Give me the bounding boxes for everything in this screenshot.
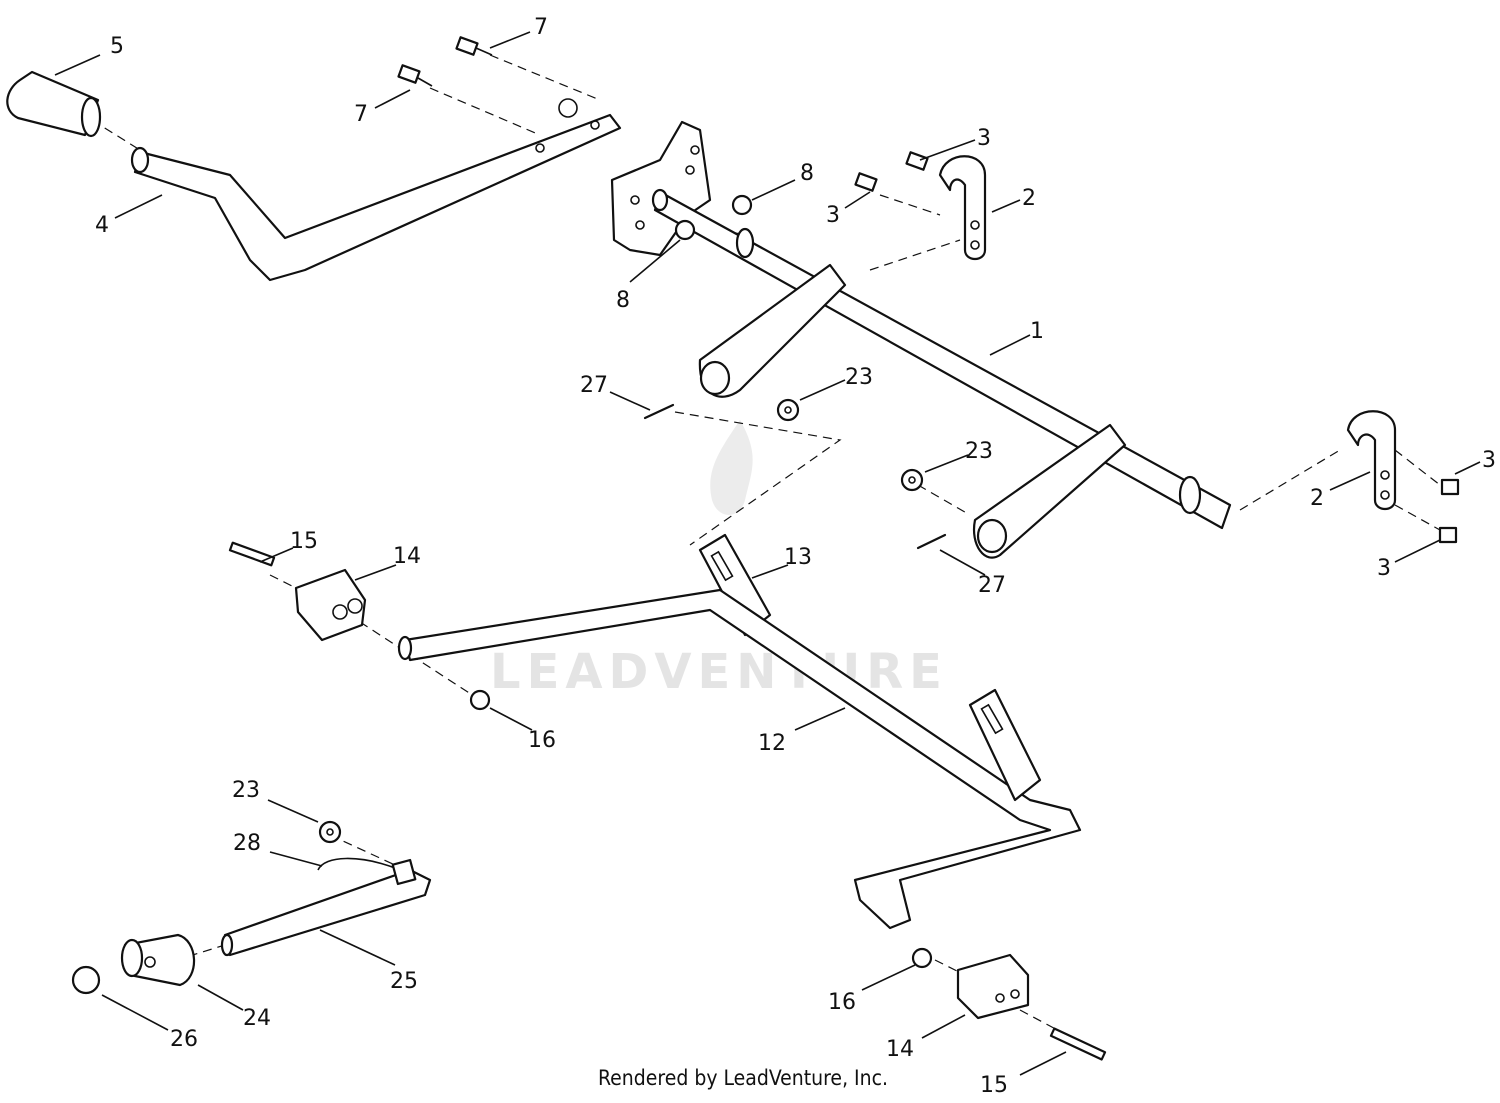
callout-2: 2 bbox=[1310, 486, 1324, 511]
main-shaft-assembly bbox=[651, 188, 1232, 559]
callout-13: 13 bbox=[784, 545, 812, 570]
callout-24: 24 bbox=[243, 1006, 271, 1031]
callout-14: 14 bbox=[886, 1037, 914, 1062]
watermark-text: LEADVENTURE bbox=[490, 644, 948, 700]
callout-labels: 5 7 7 4 8 8 3 3 2 1 27 23 23 3 2 3 27 15… bbox=[95, 15, 1496, 1098]
callout-12: 12 bbox=[758, 731, 786, 756]
hook-bracket-upper bbox=[938, 155, 987, 261]
mount-bracket bbox=[610, 120, 712, 257]
fasteners bbox=[71, 36, 1460, 1061]
callout-1: 1 bbox=[1030, 319, 1044, 344]
callout-3: 3 bbox=[1377, 556, 1391, 581]
callout-8: 8 bbox=[800, 161, 814, 186]
callout-8: 8 bbox=[616, 288, 630, 313]
callout-23: 23 bbox=[965, 439, 993, 464]
callout-27: 27 bbox=[580, 373, 608, 398]
callout-7: 7 bbox=[534, 15, 548, 40]
handle-grip bbox=[6, 70, 102, 138]
callout-15: 15 bbox=[290, 529, 318, 554]
handle-lever bbox=[130, 98, 622, 282]
clamp-block-upper bbox=[294, 568, 367, 642]
render-credit: Rendered by LeadVenture, Inc. bbox=[598, 1066, 888, 1090]
callout-7: 7 bbox=[354, 102, 368, 127]
callout-4: 4 bbox=[95, 213, 109, 238]
callout-3: 3 bbox=[1482, 448, 1496, 473]
callout-2: 2 bbox=[1022, 186, 1036, 211]
callout-28: 28 bbox=[233, 831, 261, 856]
callout-5: 5 bbox=[110, 34, 124, 59]
callout-15: 15 bbox=[980, 1073, 1008, 1098]
flame-logo-icon bbox=[710, 420, 753, 515]
callout-23: 23 bbox=[232, 778, 260, 803]
clamp-block-lower bbox=[956, 953, 1030, 1020]
callout-14: 14 bbox=[393, 544, 421, 569]
callout-3: 3 bbox=[826, 203, 840, 228]
callout-27: 27 bbox=[978, 573, 1006, 598]
pedal-rod bbox=[220, 858, 432, 957]
callout-26: 26 bbox=[170, 1027, 198, 1052]
callout-23: 23 bbox=[845, 365, 873, 390]
callout-25: 25 bbox=[390, 969, 418, 994]
callout-3: 3 bbox=[977, 126, 991, 151]
lift-linkage bbox=[397, 533, 1082, 930]
hook-bracket-lower bbox=[1346, 410, 1397, 511]
callout-16: 16 bbox=[528, 728, 556, 753]
pedal-collar bbox=[120, 933, 196, 987]
leader-lines bbox=[54, 31, 1481, 1076]
callout-16: 16 bbox=[828, 990, 856, 1015]
